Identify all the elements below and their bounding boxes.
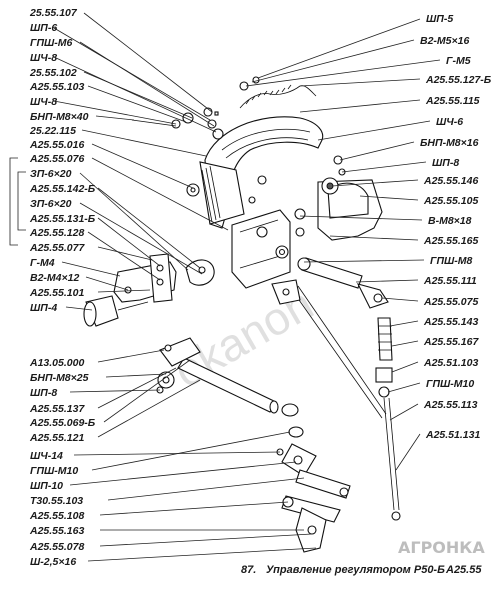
part-label-left: А25.55.076 (29, 153, 84, 165)
saddle-bracket (317, 177, 383, 241)
lower-linkage (276, 403, 351, 553)
part-label-left: А25.55.069-Б (29, 417, 96, 429)
part-label-left: А25.55.101 (29, 287, 84, 299)
figure-caption: 87. Управление регулятором Р50-Б А25.55 (241, 564, 482, 576)
part-label-left: Т30.55.103 (30, 495, 83, 507)
part-label-right: А25.55.113 (423, 399, 478, 411)
group-brackets (9, 157, 26, 246)
part-label-left: А25.55.137 (29, 403, 85, 415)
part-label-right: ГПШ-М10 (426, 378, 474, 390)
connecting-rod (271, 279, 387, 419)
part-label-left: ГПШ-М10 (30, 465, 78, 477)
vertical-bolt (375, 317, 393, 398)
main-shaft (157, 337, 279, 414)
part-label-left: А25.55.163 (29, 525, 84, 537)
figure-code: А25.55 (445, 564, 482, 576)
part-label-left: А13.05.000 (29, 357, 84, 369)
part-label-left: А25.55.016 (29, 139, 84, 151)
part-label-right: ШП-5 (426, 13, 453, 25)
leader-lines-left (53, 12, 317, 562)
part-label-right: А25.55.167 (423, 336, 479, 348)
control-knob (83, 295, 149, 327)
part-label-left: А25.55.103 (29, 81, 84, 93)
part-label-left: Ш-2,5×16 (30, 556, 76, 568)
part-label-left: ШП-10 (30, 480, 63, 492)
part-label-left: ШП-4 (30, 302, 57, 314)
part-label-right: В-М8×18 (428, 215, 472, 227)
part-label-left: ЗП-6×20 (30, 198, 72, 210)
part-label-right: А25.55.075 (423, 296, 478, 308)
part-label-left: В2-М4×12 (30, 272, 79, 284)
part-label-left: ШЧ-14 (30, 450, 63, 462)
part-label-left: БНП-М8×25 (30, 372, 89, 384)
long-rod (383, 397, 401, 521)
figure-number: 87. (241, 564, 256, 576)
part-label-left: ШЧ-8 (30, 52, 57, 64)
leader-lines-right (245, 18, 441, 471)
part-label-right: ШЧ-6 (436, 116, 463, 128)
side-shaft (297, 257, 389, 309)
part-label-left: Г-М4 (30, 257, 55, 269)
part-label-left: А25.55.077 (29, 242, 85, 254)
part-label-left: 25.55.107 (29, 7, 78, 19)
part-label-right: А25.55.165 (423, 235, 478, 247)
part-label-left: А25.55.128 (29, 227, 84, 239)
part-label-left: ГПШ-М6 (30, 37, 73, 49)
part-label-right: А25.55.146 (423, 175, 478, 187)
part-label-left: А25.55.142-Б (29, 183, 96, 195)
part-label-right: А25.55.111 (423, 275, 477, 287)
figure-caption-text: Управление регулятором Р50-Б (266, 564, 445, 576)
part-label-left: БНП-М8×40 (30, 111, 89, 123)
part-label-left: ШП-8 (30, 387, 57, 399)
part-label-right: А25.55.127-Б (425, 74, 492, 86)
part-label-right: ГПШ-М8 (430, 255, 473, 267)
logo-text: АГРОНКА (398, 538, 485, 557)
part-label-right: А25.51.103 (423, 357, 478, 369)
part-label-right: Г-М5 (446, 55, 471, 67)
lever-plate (113, 253, 215, 303)
part-label-right: А25.51.131 (425, 429, 480, 441)
part-label-right: А25.55.143 (423, 316, 478, 328)
part-label-left: А25.55.131-Б (29, 213, 96, 225)
part-label-left: А25.55.108 (29, 510, 84, 522)
part-label-left: 25.55.102 (29, 67, 77, 79)
part-label-left: ЗП-6×20 (30, 168, 72, 180)
mount-bracket (231, 209, 291, 289)
part-label-right: БНП-М8×16 (420, 137, 479, 149)
part-label-left: 25.22.115 (29, 125, 76, 137)
part-label-right: А25.55.105 (423, 195, 478, 207)
part-label-right: В2-М5×16 (420, 35, 469, 47)
part-label-left: А25.55.078 (29, 541, 84, 553)
part-label-left: ШП-6 (30, 22, 57, 34)
part-label-left: А25.55.121 (29, 432, 84, 444)
part-label-left: ШЧ-8 (30, 96, 57, 108)
sector-housing (199, 111, 324, 229)
part-label-right: ШП-8 (432, 157, 459, 169)
part-label-right: А25.55.115 (425, 95, 480, 107)
